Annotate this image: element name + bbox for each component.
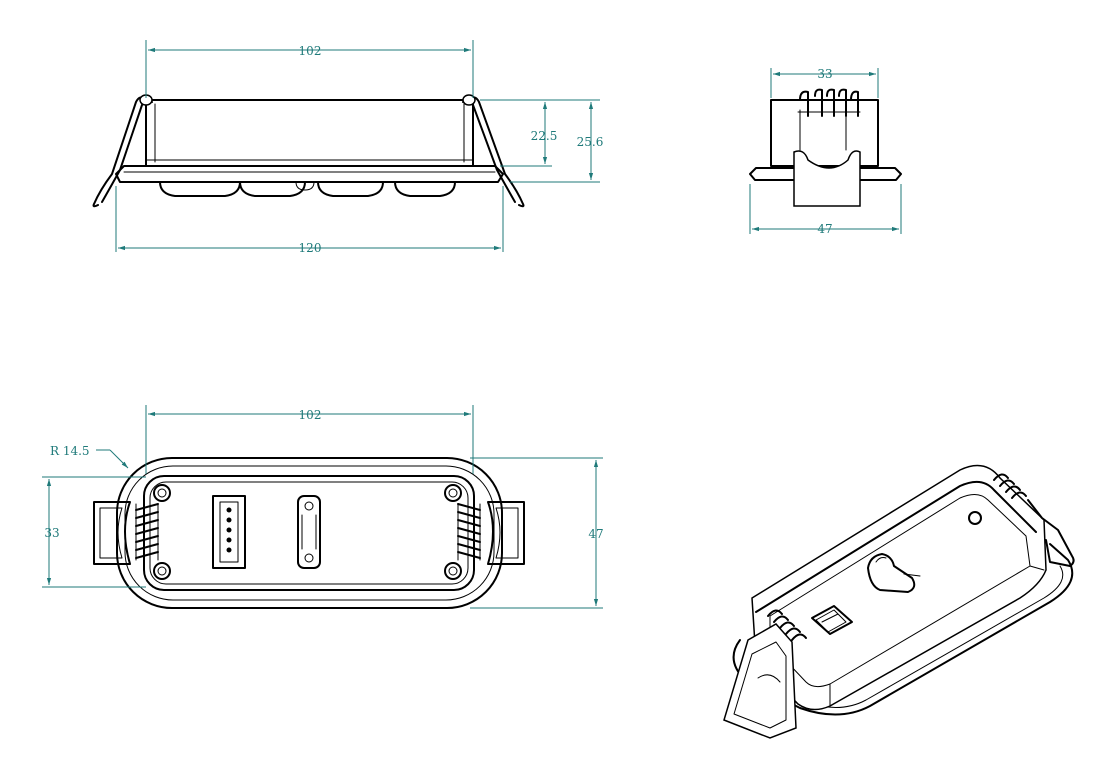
front-view-spring-clip-left [92, 94, 153, 208]
dim-bottom-radius: R 14.5 [50, 444, 90, 458]
bottom-view-clip-left [93, 501, 131, 565]
bottom-view-outline [116, 457, 503, 609]
isometric-view-body [751, 464, 1047, 711]
front-view-lenses [159, 181, 456, 197]
dim-bottom-height-left: 33 [44, 526, 59, 540]
front-view-body [145, 99, 474, 167]
front-view-flange [115, 165, 504, 183]
front-view: 102 120 22.5 25.6 [92, 40, 604, 255]
bottom-view-cable-clamp [297, 495, 321, 569]
dim-side-bottom-width: 47 [817, 222, 832, 236]
bottom-view: 102 R 14.5 33 47 [42, 405, 604, 609]
side-view: 33 47 [749, 67, 902, 236]
isometric-view-cable-clamp [867, 553, 921, 593]
isometric-view-flange [732, 543, 1074, 716]
bottom-view-spring-left [135, 503, 159, 561]
bottom-view-spring-right [457, 503, 481, 561]
isometric-view-terminal [811, 605, 853, 635]
dim-front-top-width: 102 [299, 44, 322, 58]
bottom-view-clip-right [487, 501, 525, 565]
dim-side-top-width: 33 [817, 67, 832, 81]
isometric-view-spring-front [723, 609, 807, 739]
bottom-view-screws [153, 484, 462, 580]
dim-front-height-outer: 25.6 [577, 135, 604, 149]
side-view-spring [797, 88, 861, 117]
isometric-view [723, 464, 1075, 739]
dim-front-bottom-width: 120 [299, 241, 322, 255]
isometric-view-spring-back [993, 473, 1075, 567]
dim-bottom-height-right: 47 [588, 527, 603, 541]
side-view-flange [749, 167, 902, 181]
side-view-body [770, 99, 879, 167]
bottom-view-inner-plate [143, 475, 475, 591]
side-view-clip [793, 150, 861, 207]
dim-front-height-inner: 22.5 [531, 129, 558, 143]
dim-bottom-width: 102 [299, 408, 322, 422]
bottom-view-terminal-block [212, 495, 246, 569]
isometric-view-screw [968, 511, 982, 525]
front-view-spring-clip-right [462, 94, 525, 208]
